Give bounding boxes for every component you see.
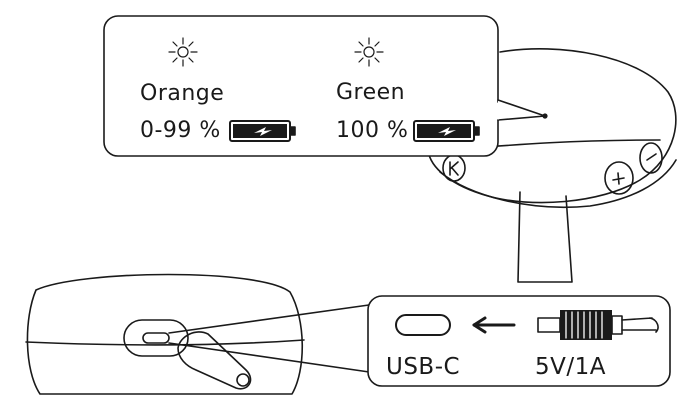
battery-charging-icon (413, 120, 480, 142)
usb-c-port-icon (123, 319, 189, 357)
green-led-label: Green (336, 80, 406, 105)
speaker-side-view (25, 273, 377, 395)
charging-callout-panel (367, 295, 671, 387)
battery-charging-icon (229, 120, 296, 142)
led-light-icon (168, 37, 198, 67)
green-charge-range: 100 % (336, 118, 409, 143)
usb-c-plug-icon (537, 310, 659, 340)
usb-c-label: USB-C (386, 354, 461, 380)
orange-charge-range: 0-99 % (140, 118, 221, 143)
orange-led-label: Orange (140, 81, 225, 106)
plus-icon[interactable] (604, 161, 634, 195)
usb-c-port-icon (395, 314, 451, 336)
led-callout-panel (103, 15, 546, 157)
k-logo-icon (442, 154, 466, 182)
adapter-spec-label: 5V/1A (535, 354, 606, 380)
minus-icon[interactable] (639, 142, 663, 174)
arrow-left-icon (472, 316, 516, 334)
led-light-icon (354, 37, 384, 67)
